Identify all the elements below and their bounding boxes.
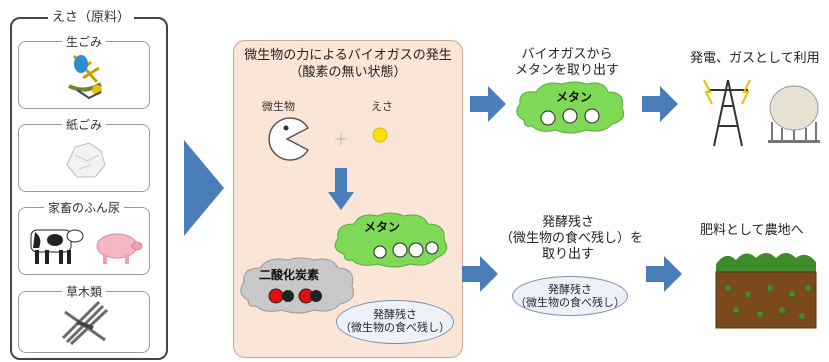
methane-label-center: メタン	[364, 220, 401, 234]
branches-bundle-icon	[61, 300, 109, 346]
food-waste-icon	[68, 55, 103, 100]
feed-label: えさ	[371, 100, 393, 113]
methane-cloud-center	[334, 212, 448, 268]
extract-methane-line1: バイオガスから	[521, 47, 613, 62]
residue-title-center: 発酵残さ	[373, 308, 417, 321]
arrow-right-top-2	[642, 86, 678, 122]
co2-label: 二酸化炭素	[259, 268, 320, 282]
use-result-label: 発電、ガスとして利用	[690, 51, 820, 66]
residue-desc-center: （微生物の食べ残し）	[340, 321, 450, 334]
cow-icon	[30, 229, 84, 264]
crumpled-paper-icon	[66, 142, 106, 178]
extract-residue-line2: （微生物の食べ残し）を	[500, 231, 644, 246]
residue-desc-right: （微生物の食べ残し）	[515, 296, 625, 309]
residue-bubble-right: 発酵残さ （微生物の食べ残し）	[512, 276, 628, 316]
arrow-right-bottom-2	[646, 256, 682, 292]
extract-methane-line2: メタンを取り出す	[514, 63, 619, 78]
feed-card-grass-wood: 草木類	[18, 283, 150, 353]
methane-label-top: メタン	[556, 90, 593, 104]
extract-residue-line1: 発酵残さ	[541, 215, 594, 230]
feed-group-title: えさ（原料）	[48, 6, 135, 25]
arrow-feed-to-digestion	[184, 140, 224, 236]
feed-label-grass-wood: 草木類	[61, 283, 107, 300]
feed-card-livestock: 家畜のふん尿	[18, 199, 150, 275]
feed-card-food-waste: 生ごみ	[18, 33, 150, 109]
arrow-down-icon	[328, 168, 354, 210]
feed-card-paper-waste: 紙ごみ	[18, 116, 150, 192]
extract-residue-line3: 取り出す	[541, 247, 594, 262]
gas-tank-icon	[768, 85, 820, 143]
feed-dot-icon	[372, 127, 388, 143]
residue-title-right: 発酵残さ	[548, 283, 592, 296]
residue-bubble-center: 発酵残さ （微生物の食べ残し）	[336, 300, 454, 344]
arrow-right-top-1	[470, 86, 506, 122]
pig-icon	[96, 233, 143, 264]
co2-cloud	[240, 257, 354, 314]
digestion-title: 微生物の力によるバイオガスの発生	[244, 48, 452, 63]
feed-label-paper-waste: 紙ごみ	[61, 116, 107, 133]
microbe-icon	[268, 117, 310, 161]
arrow-right-bottom-1	[462, 256, 498, 292]
feed-label-food-waste: 生ごみ	[61, 33, 107, 50]
methane-cloud-top	[516, 81, 625, 134]
power-tower-icon	[703, 79, 751, 147]
fertilizer-result-label: 肥料として農地へ	[700, 223, 804, 238]
microbe-label: 微生物	[262, 100, 295, 113]
feed-label-livestock: 家畜のふん尿	[43, 199, 125, 216]
farmland-soil-icon	[715, 253, 817, 329]
plus-sign: ＋	[333, 130, 350, 149]
digestion-subtitle: （酸素の無い状態）	[289, 65, 407, 80]
